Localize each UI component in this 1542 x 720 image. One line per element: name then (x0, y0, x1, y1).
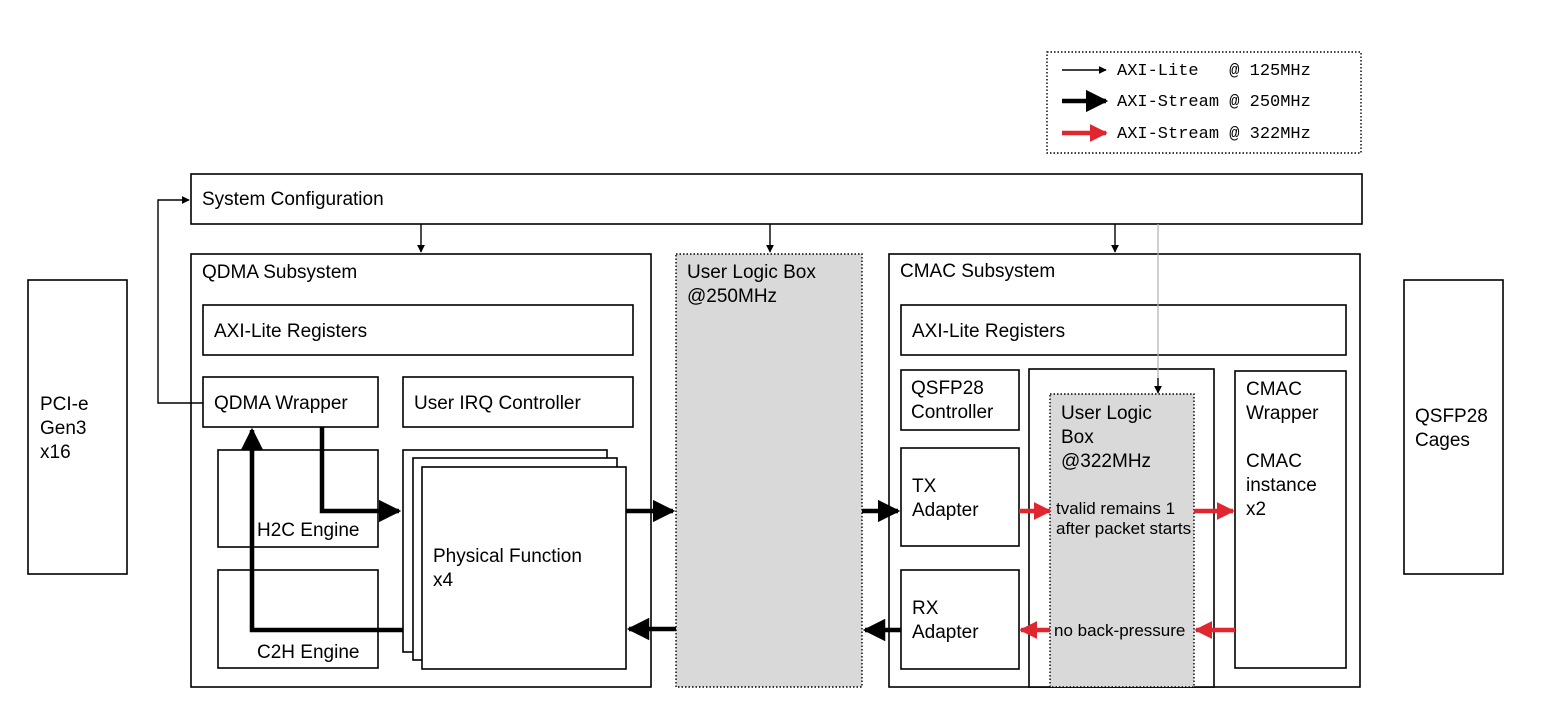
user-logic-box-322 (1049, 393, 1195, 688)
user-logic-box-250-label-1: User Logic Box (687, 262, 816, 283)
axi-stream-322-connections (1019, 502, 1235, 639)
qdma-axi-lite-registers-label: AXI-Lite Registers (214, 321, 367, 342)
qdma-subsystem-title: QDMA Subsystem (202, 262, 357, 283)
h2c-engine-label: H2C Engine (257, 520, 359, 541)
c2h-engine (217, 569, 379, 669)
rx-adapter-label-1: RX (912, 598, 939, 619)
pcie-label-2: Gen3 (40, 418, 86, 439)
cmac-subsystem: CMAC Subsystem AXI-Lite Registers QSFP28… (888, 253, 1361, 688)
axi-stream-250-connections (240, 427, 901, 642)
axi-lite-connections (157, 196, 1162, 404)
qdma-axi-lite-registers (202, 304, 634, 356)
rx-adapter (900, 569, 1020, 670)
wrapper-to-physical-function-arrow (319, 427, 402, 523)
qsfp28-controller-label-1: QSFP28 (911, 378, 984, 399)
pcie-block: PCI-e Gen3 x16 (27, 279, 128, 575)
tvalid-note-1: tvalid remains 1 (1056, 499, 1175, 518)
cmac-wrapper-label-2: Wrapper (1246, 403, 1319, 424)
qsfp-cages-label-2: Cages (1415, 430, 1470, 451)
qdma-wrapper (202, 376, 379, 428)
tx-adapter-label-1: TX (912, 476, 937, 497)
user-logic-box-250-label-2: @250MHz (687, 286, 777, 307)
rx-adapter-label-2: Adapter (912, 622, 979, 643)
h2c-engine (217, 449, 379, 548)
qdma-wrapper-to-sysconfig-arrow (157, 196, 203, 404)
cmac-wrapper-label-1: CMAC (1246, 379, 1302, 400)
user-logic-box-322-label-3: @322MHz (1061, 451, 1151, 472)
user-irq-controller (402, 376, 634, 428)
qsfp-cages-label-1: QSFP28 (1415, 406, 1488, 427)
cmac-wrapper (1234, 370, 1347, 669)
qsfp28-controller-label-2: Controller (911, 402, 994, 423)
cmac-axi-lite-registers (900, 304, 1347, 356)
qdma-wrapper-label: QDMA Wrapper (214, 393, 348, 414)
cmac-instance-label-2: instance (1246, 475, 1317, 496)
system-configuration-block: System Configuration (190, 173, 1363, 225)
physical-function-to-wrapper-line (249, 450, 403, 633)
tvalid-note-2: after packet starts (1056, 519, 1191, 538)
legend-axi-lite-label: AXI-Lite @ 125MHz (1117, 62, 1311, 81)
pcie-label-1: PCI-e (40, 394, 89, 415)
cmac-axi-lite-registers-label: AXI-Lite Registers (912, 321, 1065, 342)
cmac-instance-label-3: x2 (1246, 499, 1266, 520)
qsfp28-controller (900, 369, 1020, 431)
user-logic-box-322-label-2: Box (1061, 427, 1094, 448)
tx-adapter-label-2: Adapter (912, 500, 979, 521)
tx-adapter (900, 447, 1020, 547)
pcie-label-3: x16 (40, 442, 71, 463)
user-logic-box-322-label-1: User Logic (1061, 403, 1152, 424)
qsfp-cages-block: QSFP28 Cages (1403, 279, 1504, 575)
system-configuration-label: System Configuration (202, 189, 384, 210)
c2h-engine-label: C2H Engine (257, 642, 359, 663)
physical-function-label-2: x4 (433, 570, 454, 591)
legend-axi-stream-250-label: AXI-Stream @ 250MHz (1117, 93, 1311, 112)
legend: AXI-Lite @ 125MHz AXI-Stream @ 250MHz AX… (1046, 51, 1362, 154)
backpressure-note: no back-pressure (1054, 621, 1185, 640)
cmac-subsystem-title: CMAC Subsystem (900, 261, 1055, 282)
user-irq-controller-label: User IRQ Controller (414, 393, 581, 414)
physical-function (421, 466, 627, 670)
cmac-instance-label-1: CMAC (1246, 451, 1302, 472)
user-logic-box-250: User Logic Box @250MHz (675, 253, 863, 688)
physical-function-label-1: Physical Function (433, 546, 582, 567)
legend-axi-stream-322-label: AXI-Stream @ 322MHz (1117, 125, 1311, 144)
qdma-subsystem: QDMA Subsystem AXI-Lite Registers QDMA W… (190, 253, 652, 688)
